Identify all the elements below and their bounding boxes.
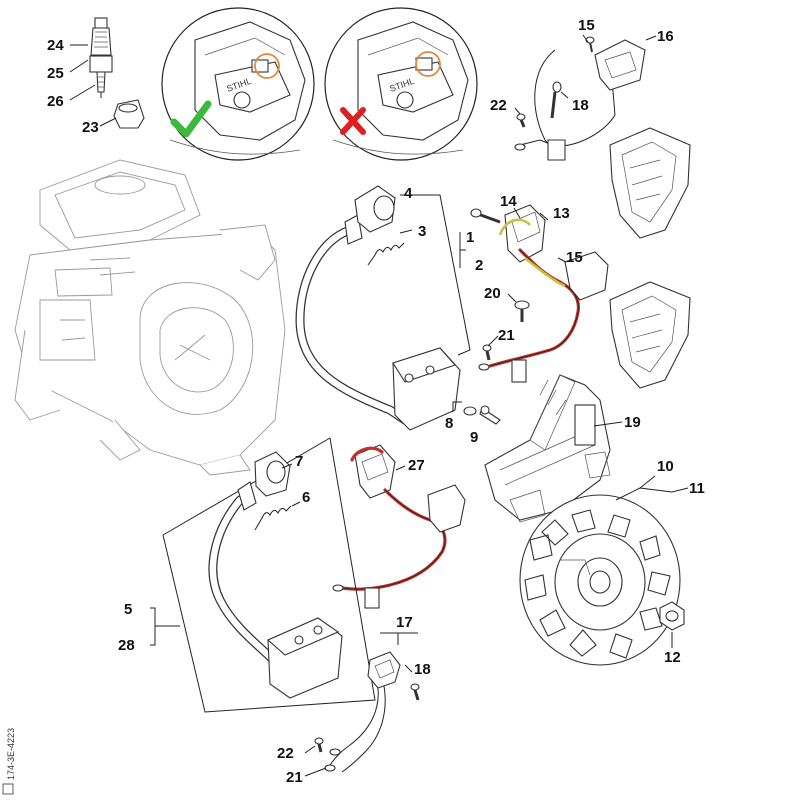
detail-correct: STIHL	[161, 7, 315, 161]
callout-10: 10	[657, 458, 674, 475]
callout-12: 12	[664, 649, 681, 666]
detail-incorrect: STIHL	[324, 7, 478, 161]
callout-6: 6	[302, 489, 310, 506]
callout-16: 16	[657, 28, 674, 45]
ignition-lead-lower	[208, 451, 343, 699]
checkmark-icon	[170, 100, 212, 138]
callout-7: 7	[295, 453, 303, 470]
callout-21-mid: 21	[498, 327, 515, 344]
callout-15-mid: 15	[566, 249, 583, 266]
callout-20: 20	[484, 285, 501, 302]
cross-icon	[340, 107, 366, 135]
switch-harness-upper	[470, 204, 609, 383]
figure-code: 174-3E-4223	[6, 728, 16, 780]
spring-6	[254, 505, 292, 531]
spring-3	[367, 242, 405, 266]
handle-cover-lower	[609, 281, 691, 389]
callout-4: 4	[404, 185, 413, 202]
engine-block	[14, 159, 286, 476]
callout-23: 23	[82, 119, 99, 136]
callout-1: 1	[466, 229, 474, 246]
callout-2: 2	[475, 257, 483, 274]
callout-18-top: 18	[572, 97, 589, 114]
short-circuit-wire-top	[514, 36, 646, 161]
callout-22-bottom: 22	[277, 745, 294, 762]
callout-22-top: 22	[490, 97, 507, 114]
callout-19: 19	[624, 414, 641, 431]
spark-plug	[89, 17, 113, 98]
handle-cover-upper	[609, 127, 691, 239]
plug-boot	[113, 99, 145, 129]
callout-3: 3	[418, 223, 426, 240]
nut-12	[659, 601, 685, 631]
short-circuit-wire-bottom	[314, 651, 420, 773]
switch-harness-lower	[332, 444, 466, 609]
callout-14: 14	[500, 193, 517, 210]
handle-frame	[484, 374, 611, 523]
callout-18-bottom: 18	[414, 661, 431, 678]
screw-9	[463, 405, 501, 425]
callout-13: 13	[553, 205, 570, 222]
callout-11: 11	[689, 480, 705, 497]
callout-21-bottom: 21	[286, 769, 303, 786]
flywheel	[519, 494, 681, 666]
callout-28: 28	[118, 637, 135, 654]
callout-27: 27	[408, 457, 425, 474]
ignition-lead-upper	[295, 185, 461, 431]
callout-26: 26	[47, 93, 64, 110]
callout-8: 8	[445, 415, 453, 432]
callout-9: 9	[470, 429, 478, 446]
corner-mark	[2, 783, 14, 795]
callout-15-top: 15	[578, 17, 595, 34]
callout-17: 17	[396, 614, 413, 631]
callout-5: 5	[124, 601, 132, 618]
callout-24: 24	[47, 37, 64, 54]
callout-25: 25	[47, 65, 64, 82]
